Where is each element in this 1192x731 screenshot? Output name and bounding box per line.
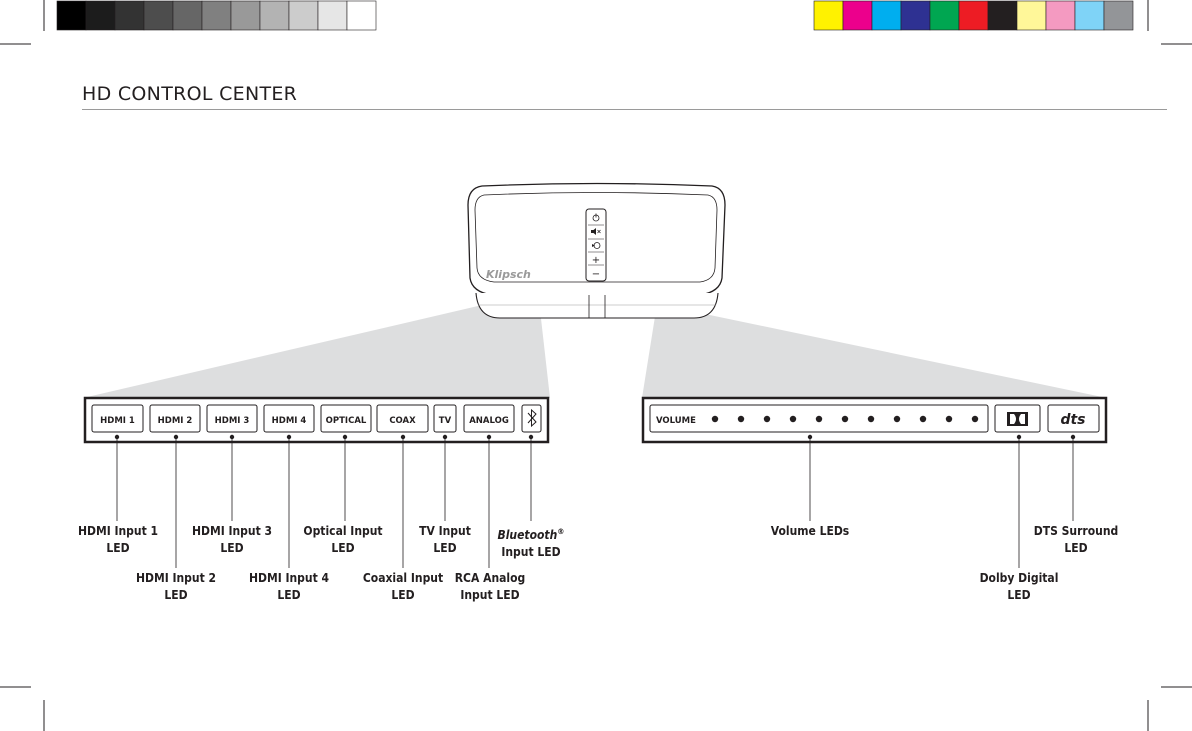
volume-led (919, 415, 927, 423)
device-button-strip (585, 208, 607, 282)
title-divider (82, 109, 1167, 110)
bluetooth-icon (527, 408, 537, 428)
color-swatch (987, 0, 1018, 31)
dts-logo: dts (1060, 412, 1085, 428)
volume-led (763, 415, 771, 423)
color-swatch (871, 0, 902, 31)
volume-led (841, 415, 849, 423)
control-center-device: Klipsch + − (467, 182, 726, 319)
volume-led (711, 415, 719, 423)
device-brand-logo: Klipsch (486, 268, 531, 281)
device-base (475, 292, 719, 319)
input-label: HDMI 3 (215, 416, 250, 426)
gray-swatch (230, 0, 261, 31)
volume-led-dots (711, 415, 979, 423)
input-box-analog (463, 404, 515, 433)
volume-led (815, 415, 823, 423)
callout-leader-lines (114, 434, 1076, 568)
bluetooth-button (521, 404, 542, 433)
input-box-hdmi-1 (91, 404, 144, 433)
input-label: HDMI 2 (158, 416, 193, 426)
gray-swatch (85, 0, 116, 31)
volume-led (867, 415, 875, 423)
color-swatch (813, 0, 844, 31)
volume-led (971, 415, 979, 423)
grayscale-calibration-bar (56, 0, 377, 31)
input-label: TV (439, 416, 452, 426)
input-box-tv (433, 404, 457, 433)
color-swatch (1074, 0, 1105, 31)
page-title: HD CONTROL CENTER (82, 83, 298, 105)
zoom-beam-right (642, 304, 1107, 398)
output-led-panel: VOLUME dts (641, 396, 1108, 444)
gray-swatch (288, 0, 319, 31)
input-label: COAX (389, 416, 416, 426)
device-face (474, 192, 718, 283)
volume-led (893, 415, 901, 423)
input-label: HDMI 4 (272, 416, 307, 426)
input-label: ANALOG (469, 416, 509, 426)
input-box-hdmi-3 (206, 404, 258, 433)
color-swatch (1016, 0, 1047, 31)
color-swatch (958, 0, 989, 31)
volume-led (945, 415, 953, 423)
input-box-optical (320, 404, 372, 433)
input-label: HDMI 1 (100, 416, 135, 426)
volume-led (789, 415, 797, 423)
color-swatch (1103, 0, 1134, 31)
volume-label: VOLUME (656, 416, 696, 426)
gray-swatch (114, 0, 145, 31)
color-swatch (1045, 0, 1076, 31)
input-box-coax (376, 404, 429, 433)
color-swatch (842, 0, 873, 31)
input-box-hdmi-4 (263, 404, 315, 433)
dolby-logo-icon (1007, 412, 1028, 426)
color-swatch (929, 0, 960, 31)
volume-up-button[interactable]: + (592, 255, 600, 266)
callout-bluetooth: Bluetooth®Input LED (497, 527, 565, 559)
gray-swatch (201, 0, 232, 31)
color-calibration-bar (813, 0, 1134, 31)
volume-down-button[interactable]: − (592, 269, 600, 280)
gray-swatch (317, 0, 348, 31)
input-label: OPTICAL (326, 416, 367, 426)
gray-swatch (56, 0, 87, 31)
callout-volume-leds: Volume LEDs (770, 524, 850, 538)
power-icon[interactable] (592, 213, 600, 222)
volume-led (737, 415, 745, 423)
zoom-beam-left (83, 292, 550, 398)
gray-swatch (346, 0, 377, 31)
input-led-panel: HDMI 1 HDMI 2 HDMI 3 HDMI 4 OPTICAL COAX TV ANA… (83, 396, 550, 444)
dts-led-box (1047, 404, 1100, 433)
input-box-hdmi-2 (149, 404, 201, 433)
gray-swatch (172, 0, 203, 31)
input-icon[interactable] (592, 242, 601, 249)
gray-swatch (259, 0, 290, 31)
mute-icon[interactable] (591, 228, 601, 235)
